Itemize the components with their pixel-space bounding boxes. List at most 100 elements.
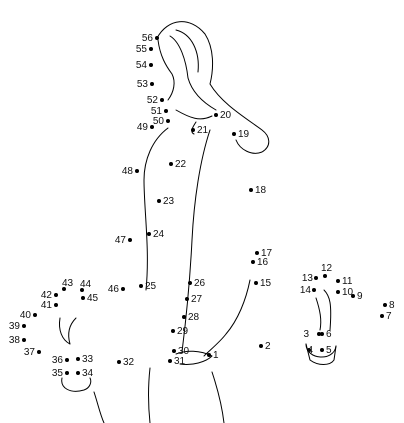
dot-label-7: 7: [386, 311, 392, 322]
hair-strand: [169, 35, 217, 111]
dot-14: [312, 288, 316, 292]
dot-label-17: 17: [261, 248, 273, 259]
dot-label-22: 22: [175, 159, 187, 170]
dot-label-1: 1: [213, 350, 219, 361]
dot-label-4: 4: [307, 345, 313, 356]
right-stem: [323, 289, 332, 331]
dot-label-41: 41: [41, 300, 53, 311]
dot-5: [320, 348, 324, 352]
front-outline: [181, 129, 211, 353]
dot-20: [214, 113, 218, 117]
dot-37: [37, 350, 41, 354]
dot-8: [383, 303, 387, 307]
dot-55: [149, 47, 153, 51]
dot-label-30: 30: [178, 346, 190, 357]
dot-label-33: 33: [82, 354, 94, 365]
arm-outline: [203, 279, 251, 357]
dot-label-21: 21: [197, 125, 209, 136]
hair-outline: [156, 21, 270, 154]
dot-3: [317, 332, 321, 336]
dot-38: [22, 338, 26, 342]
dot-label-31: 31: [174, 356, 186, 367]
dot-label-28: 28: [188, 312, 200, 323]
dot-label-52: 52: [147, 95, 159, 106]
dot-7: [380, 314, 384, 318]
dot-54: [149, 63, 153, 67]
dot-24: [147, 232, 151, 236]
dot-45: [81, 296, 85, 300]
dot-label-53: 53: [137, 79, 149, 90]
dot-label-37: 37: [24, 347, 36, 358]
right-pot-side: [305, 343, 337, 365]
dot-40: [33, 313, 37, 317]
right-pot-outline: [315, 297, 322, 331]
dot-label-15: 15: [260, 278, 272, 289]
dot-label-6: 6: [326, 329, 332, 340]
dot-label-27: 27: [191, 294, 203, 305]
dot-label-32: 32: [123, 357, 135, 368]
collar-line: [191, 121, 197, 135]
dot-label-23: 23: [163, 196, 175, 207]
dot-41: [54, 303, 58, 307]
dot-label-9: 9: [357, 291, 363, 302]
leg-left-outline: [148, 367, 151, 423]
dot-label-56: 56: [142, 33, 154, 44]
dot-44: [80, 288, 84, 292]
face-outline: [157, 39, 175, 101]
left-pot-outline: [59, 317, 77, 345]
dot-label-47: 47: [115, 235, 127, 246]
dot-label-13: 13: [302, 273, 314, 284]
dot-label-35: 35: [52, 368, 64, 379]
dot-label-55: 55: [136, 44, 148, 55]
dot-label-54: 54: [136, 60, 148, 71]
dot-label-3: 3: [303, 329, 309, 340]
dot-label-48: 48: [122, 166, 134, 177]
dot-10: [336, 290, 340, 294]
dot-11: [336, 279, 340, 283]
back-outline: [143, 127, 169, 291]
dot-4: [307, 348, 311, 352]
dot-label-42: 42: [41, 290, 53, 301]
left-pot-base: [61, 377, 92, 392]
dot-52: [160, 98, 164, 102]
dot-56: [155, 36, 159, 40]
dot-19: [232, 132, 236, 136]
dot-17: [255, 251, 259, 255]
dot-22: [169, 162, 173, 166]
dot-13: [314, 276, 318, 280]
dot-1: [207, 353, 211, 357]
dot-15: [254, 281, 258, 285]
dot-6: [320, 332, 324, 336]
dot-label-11: 11: [342, 276, 353, 287]
dot-32: [117, 360, 121, 364]
dot-label-50: 50: [153, 116, 165, 127]
left-leg-stroke: [93, 391, 105, 423]
dot-50: [166, 119, 170, 123]
dot-label-16: 16: [257, 257, 269, 268]
dot-42: [54, 293, 58, 297]
leg-right-outline: [211, 371, 225, 423]
dot-label-46: 46: [108, 284, 120, 295]
dot-51: [164, 109, 168, 113]
dot-label-2: 2: [265, 341, 271, 352]
dot-48: [135, 169, 139, 173]
dot-label-25: 25: [145, 281, 157, 292]
dot-25: [139, 284, 143, 288]
dot-29: [171, 329, 175, 333]
dot-9: [351, 294, 355, 298]
dot-43: [62, 287, 66, 291]
dot-label-26: 26: [194, 278, 206, 289]
dot-label-38: 38: [9, 335, 21, 346]
dot-label-29: 29: [177, 326, 189, 337]
dot-47: [128, 238, 132, 242]
dot-35: [65, 371, 69, 375]
dot-49: [150, 125, 154, 129]
dot-label-24: 24: [153, 229, 165, 240]
dot-label-45: 45: [87, 293, 99, 304]
outline-drawing: [59, 21, 337, 423]
dot-36: [65, 358, 69, 362]
dot-label-43: 43: [62, 278, 74, 289]
dot-53: [150, 82, 154, 86]
